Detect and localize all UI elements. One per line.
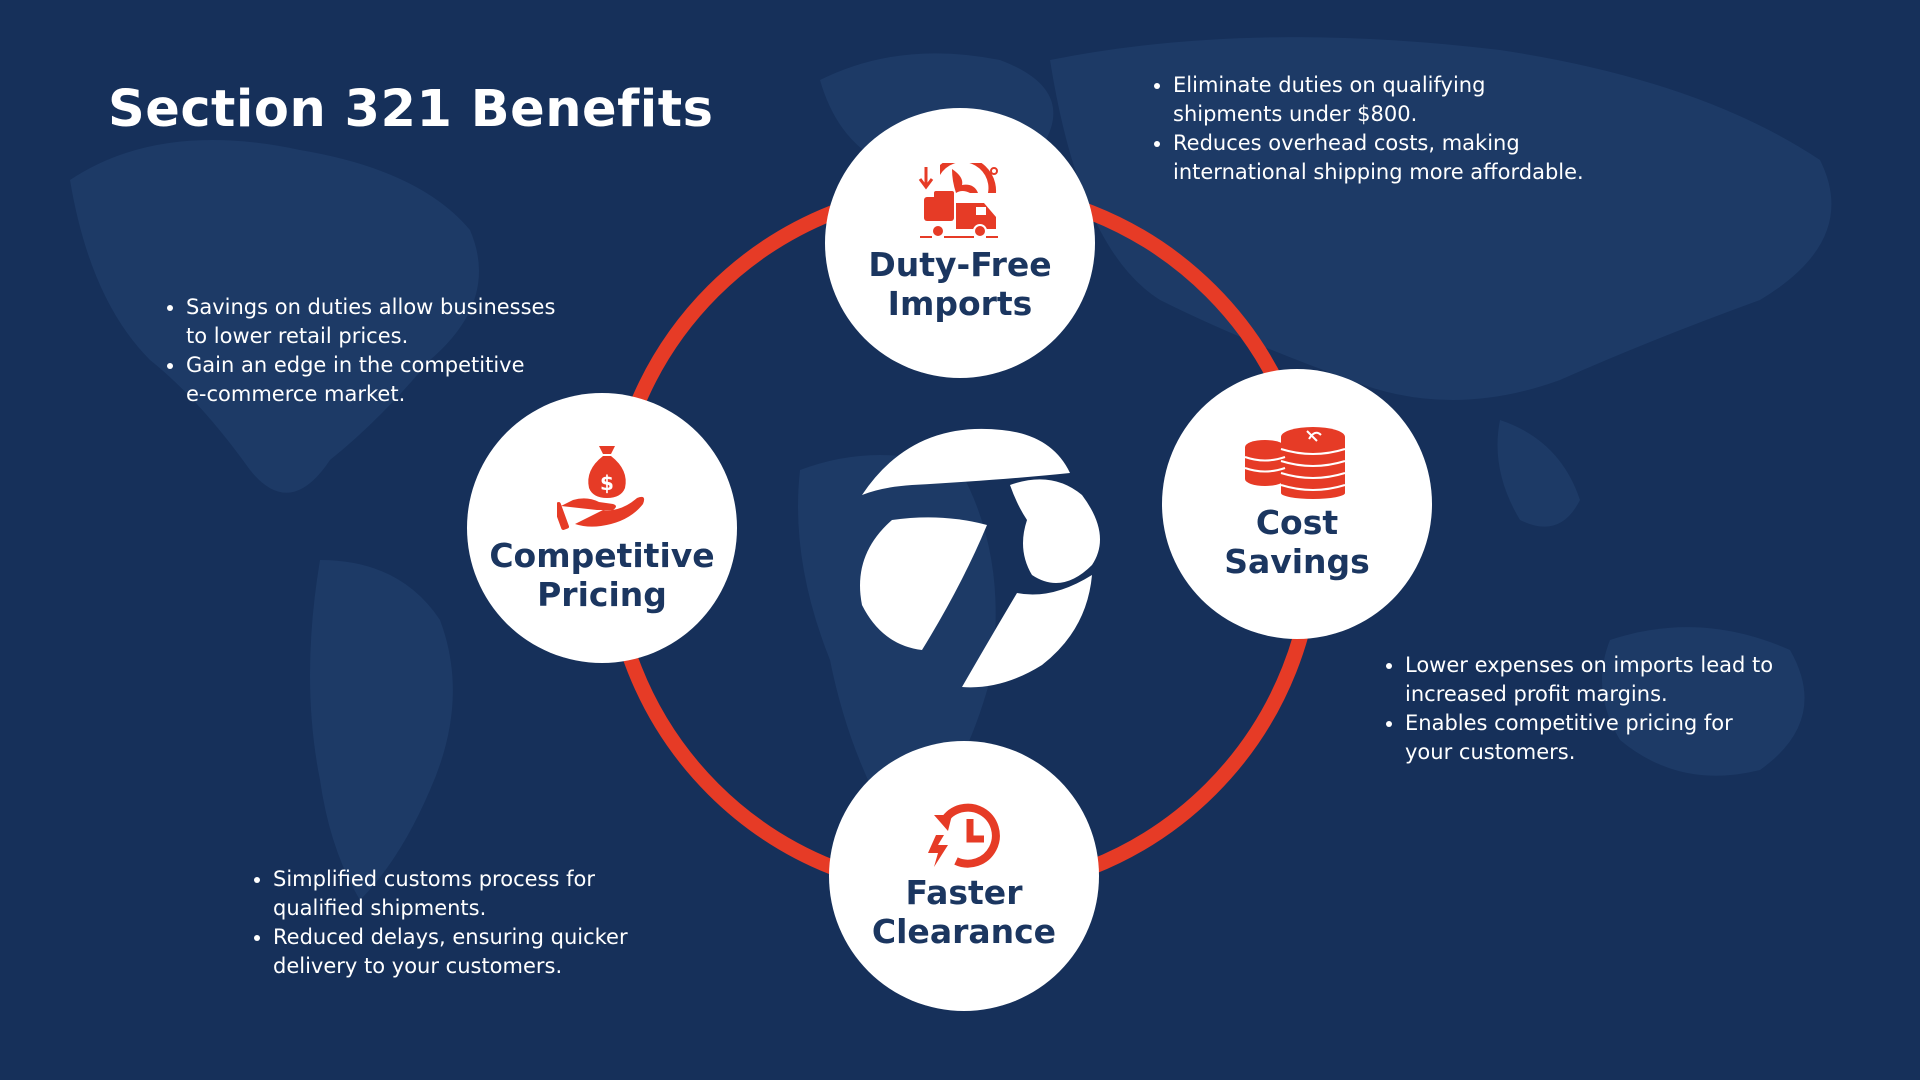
coin-stacks-icon	[1244, 427, 1346, 499]
cost-savings-bullets: Lower expenses on imports lead to increa…	[1383, 651, 1785, 767]
node-label: Duty-Free Imports	[868, 245, 1052, 323]
node-competitive-pricing: $ Competitive Pricing	[467, 393, 737, 663]
node-cost-savings: Cost Savings	[1162, 369, 1432, 639]
page-title: Section 321 Benefits	[108, 80, 714, 139]
node-label: Faster Clearance	[871, 873, 1057, 951]
node-label: Competitive Pricing	[489, 536, 715, 614]
faster-clearance-bullets: Simplified customs process for qualified…	[251, 865, 683, 981]
node-label: Cost Savings	[1224, 503, 1370, 581]
company-logo-icon	[860, 428, 1100, 688]
truck-globe-import-icon	[918, 163, 998, 238]
bullet-item: Simplified customs process for qualified…	[273, 865, 633, 923]
bullet-item: Reduces overhead costs, making internati…	[1173, 129, 1613, 187]
node-duty-free-imports: Duty-Free Imports	[825, 108, 1095, 378]
bullet-item: Lower expenses on imports lead to increa…	[1405, 651, 1785, 709]
node-faster-clearance: Faster Clearance	[829, 741, 1099, 1011]
bullet-item: Eliminate duties on qualifying shipments…	[1173, 71, 1503, 129]
bullet-item: Gain an edge in the competitive e-commer…	[186, 351, 546, 409]
bullet-item: Savings on duties allow businesses to lo…	[186, 293, 566, 351]
hand-money-bag-icon: $	[557, 446, 645, 530]
clock-lightning-icon	[928, 803, 1000, 868]
bullet-item: Enables competitive pricing for your cus…	[1405, 709, 1755, 767]
bullet-item: Reduced delays, ensuring quicker deliver…	[273, 923, 683, 981]
svg-text:$: $	[600, 471, 614, 495]
competitive-pricing-bullets: Savings on duties allow businesses to lo…	[164, 293, 586, 409]
duty-free-bullets: Eliminate duties on qualifying shipments…	[1151, 71, 1633, 187]
